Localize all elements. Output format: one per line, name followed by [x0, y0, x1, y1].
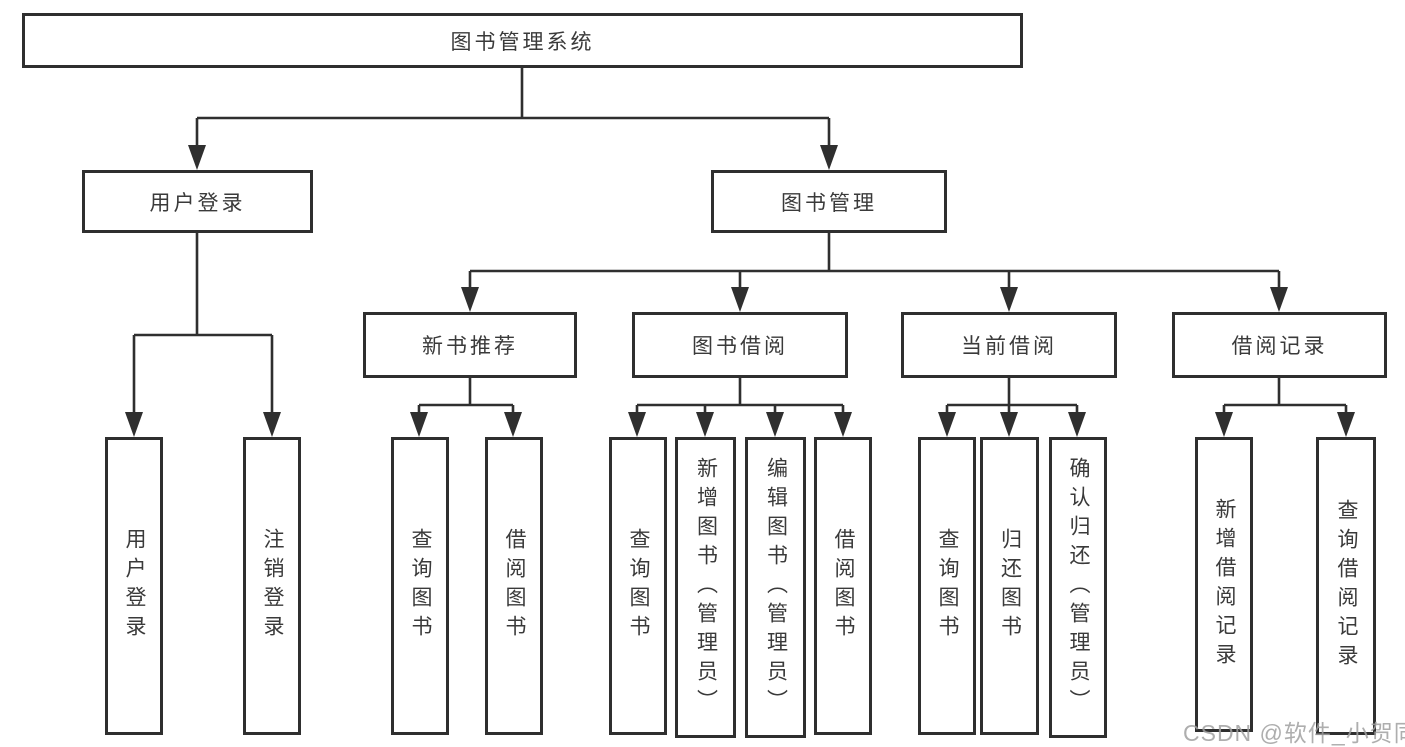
- leaf-newbooks-query-books-label: 查询图书: [409, 528, 432, 644]
- leaf-borrow-edit-books-admin-label: 编辑图书（管理员）: [764, 457, 788, 718]
- leaf-borrow-borrow-books: 借阅图书: [814, 437, 872, 735]
- leaf-current-confirm-return-admin: 确认归还（管理员）: [1049, 437, 1107, 738]
- leaf-user-login: 用户登录: [105, 437, 163, 735]
- leaf-current-confirm-return-admin-label: 确认归还（管理员）: [1067, 457, 1090, 718]
- node-borrow-records: 借阅记录: [1172, 312, 1387, 378]
- node-borrow-records-label: 借阅记录: [1231, 335, 1328, 358]
- leaf-borrow-borrow-books-label: 借阅图书: [832, 528, 855, 644]
- node-root-label: 图书管理系统: [450, 30, 595, 54]
- leaf-records-query-record: 查询借阅记录: [1316, 437, 1376, 735]
- leaf-borrow-add-books-admin-label: 新增图书（管理员）: [694, 457, 718, 718]
- node-root: 图书管理系统: [22, 13, 1023, 68]
- leaf-logout: 注销登录: [243, 437, 301, 735]
- node-current-borrow: 当前借阅: [901, 312, 1117, 378]
- leaf-current-return-books-label: 归还图书: [998, 528, 1022, 644]
- leaf-user-login-label: 用户登录: [123, 528, 146, 644]
- node-user-login: 用户登录: [82, 170, 313, 233]
- node-new-book-recommend-label: 新书推荐: [422, 335, 518, 358]
- leaf-current-query-books: 查询图书: [918, 437, 976, 735]
- node-book-management: 图书管理: [711, 170, 947, 233]
- node-new-book-recommend: 新书推荐: [363, 312, 577, 378]
- node-user-login-label: 用户登录: [149, 191, 246, 215]
- csdn-watermark: CSDN @软件_小贺同学: [1183, 720, 1405, 746]
- node-book-management-label: 图书管理: [781, 191, 877, 215]
- leaf-current-query-books-label: 查询图书: [936, 528, 959, 644]
- node-current-borrow-label: 当前借阅: [961, 335, 1057, 358]
- leaf-records-add-record-label: 新增借阅记录: [1213, 497, 1236, 672]
- leaf-newbooks-borrow-books-label: 借阅图书: [503, 528, 526, 644]
- leaf-records-query-record-label: 查询借阅记录: [1335, 499, 1358, 673]
- leaf-borrow-query-books: 查询图书: [609, 437, 667, 735]
- leaf-logout-label: 注销登录: [261, 528, 284, 644]
- leaf-newbooks-query-books: 查询图书: [391, 437, 449, 735]
- leaf-borrow-edit-books-admin: 编辑图书（管理员）: [745, 437, 806, 738]
- leaf-records-add-record: 新增借阅记录: [1195, 437, 1253, 732]
- node-book-borrow: 图书借阅: [632, 312, 848, 378]
- leaf-borrow-add-books-admin: 新增图书（管理员）: [675, 437, 736, 738]
- leaf-borrow-query-books-label: 查询图书: [627, 528, 650, 644]
- leaf-newbooks-borrow-books: 借阅图书: [485, 437, 543, 735]
- leaf-current-return-books: 归还图书: [980, 437, 1039, 735]
- node-book-borrow-label: 图书借阅: [692, 335, 788, 358]
